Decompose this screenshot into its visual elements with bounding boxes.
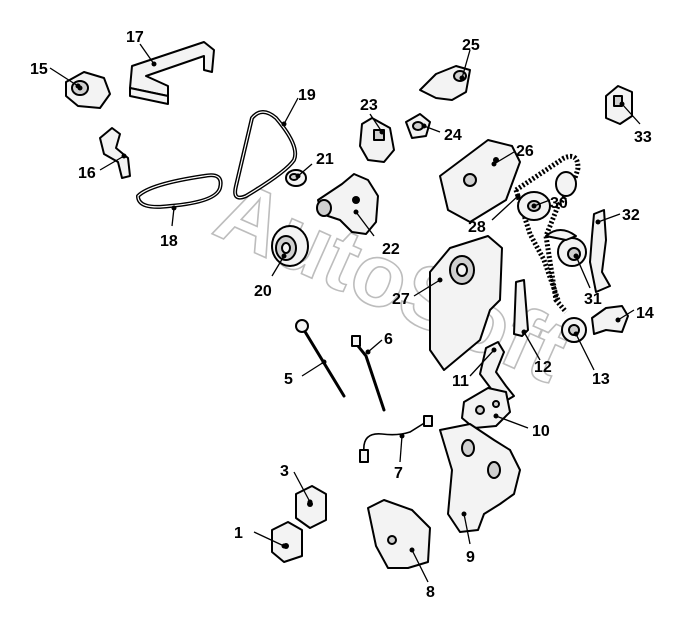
part-20-pulley	[271, 225, 309, 267]
callout-30: 30	[550, 195, 568, 212]
callout-12: 12	[534, 359, 552, 376]
part-27-timing-cover	[429, 235, 503, 371]
part-24-sensor	[405, 113, 431, 139]
part-9-exhaust-manifold	[439, 423, 521, 533]
callout-20: 20	[254, 283, 272, 300]
callout-16: 16	[78, 165, 96, 182]
callout-10: 10	[532, 423, 550, 440]
part-5-dipstick	[295, 319, 346, 398]
part-22-water-pump	[316, 173, 379, 235]
part-3-bracket	[295, 485, 327, 529]
part-30-sprocket	[517, 171, 577, 221]
callout-15: 15	[30, 61, 48, 78]
part-19-belt	[233, 110, 298, 200]
part-15-engine-mount	[65, 71, 111, 109]
callout-26: 26	[516, 143, 534, 160]
part-11-valve	[479, 341, 515, 403]
callout-labels: 1 3 5 6 7 8 9 10 11 12 13 14 15 16 17 18…	[30, 29, 654, 601]
callout-9: 9	[466, 549, 475, 566]
part-28-timing-chain	[513, 153, 581, 314]
callout-18: 18	[160, 233, 178, 250]
callout-17: 17	[126, 29, 144, 46]
part-26-cover	[439, 139, 521, 223]
part-14-elbow	[591, 305, 629, 335]
callout-21: 21	[316, 151, 334, 168]
callout-14: 14	[636, 305, 654, 322]
callout-19: 19	[298, 87, 316, 104]
callout-3: 3	[280, 463, 289, 480]
part-25-coolant-elbow	[419, 65, 471, 101]
part-13-crank-sprocket	[561, 317, 587, 343]
part-16-bracket	[99, 127, 131, 179]
callout-28: 28	[468, 219, 486, 236]
part-33-bracket	[605, 85, 633, 125]
callout-25: 25	[462, 37, 480, 54]
part-31-tensioner	[545, 229, 587, 267]
callout-1: 1	[234, 525, 243, 542]
callout-11: 11	[452, 373, 469, 390]
callout-27: 27	[392, 291, 410, 308]
part-18-belt	[136, 173, 223, 209]
part-23-thermostat-housing	[359, 117, 395, 163]
callout-33: 33	[634, 129, 652, 146]
part-8-cover	[367, 499, 431, 569]
part-10-plate	[461, 387, 511, 429]
callout-8: 8	[426, 584, 435, 601]
callout-22: 22	[382, 241, 400, 258]
callout-5: 5	[284, 371, 293, 388]
callout-13: 13	[592, 371, 610, 388]
part-7-sensor-wire	[359, 415, 433, 463]
callout-23: 23	[360, 97, 378, 114]
callout-31: 31	[584, 291, 602, 308]
part-17-bracket	[129, 41, 215, 105]
part-6-tube	[351, 335, 386, 412]
callout-24: 24	[444, 127, 462, 144]
callout-6: 6	[384, 331, 393, 348]
callout-32: 32	[622, 207, 640, 224]
callout-7: 7	[394, 465, 403, 482]
leader-lines	[49, 43, 641, 583]
